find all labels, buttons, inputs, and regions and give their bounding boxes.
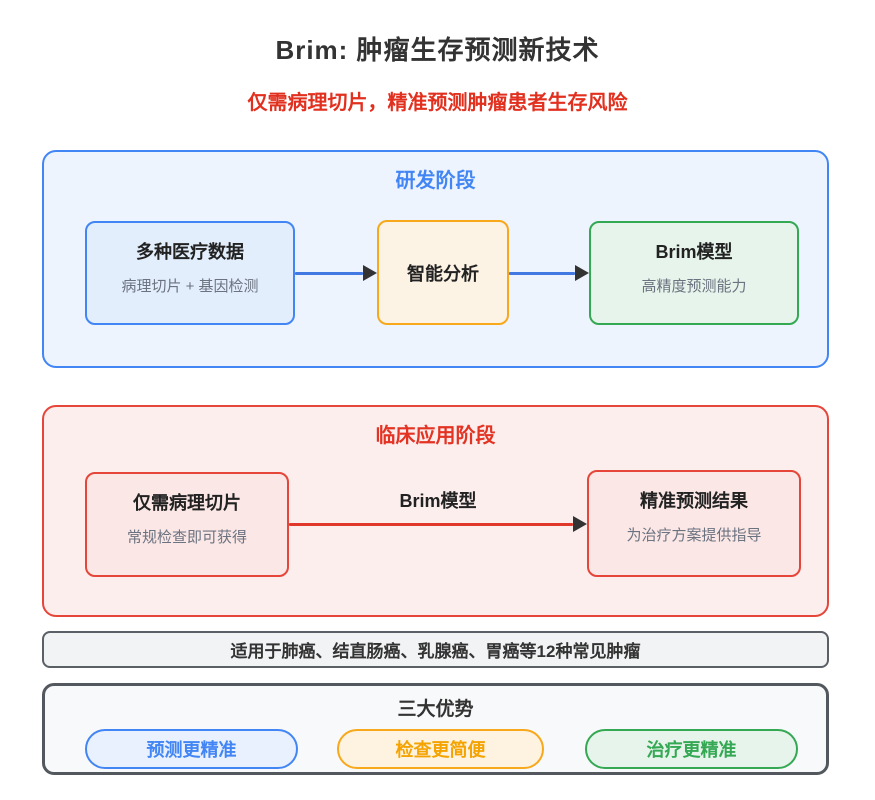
arrow-head-icon: [573, 516, 587, 532]
node-title: Brim模型: [655, 242, 733, 262]
node-subtitle: 病理切片 + 基因检测: [121, 278, 259, 295]
node-title: 精准预测结果: [640, 491, 748, 511]
clinical-stage-section: 临床应用阶段 仅需病理切片 常规检查即可获得 Brim模型 精准预测结果 为治疗…: [42, 405, 829, 617]
scope-bar-text: 适用于肺癌、结直肠癌、乳腺癌、胃癌等12种常见肿瘤: [230, 642, 641, 661]
clinical-stage-title: 临床应用阶段: [375, 425, 496, 447]
advantage-pill-exam: 检查更简便: [337, 729, 544, 769]
pill-label: 检查更简便: [395, 740, 486, 760]
arrow-line: [509, 271, 575, 275]
node-subtitle: 高精度预测能力: [641, 278, 747, 295]
arrow-head-icon: [363, 265, 377, 281]
advantages-title: 三大优势: [397, 699, 474, 720]
node-title: 仅需病理切片: [133, 493, 241, 513]
rnd-stage-title: 研发阶段: [395, 170, 476, 192]
page-title: Brim: 肿瘤生存预测新技术: [275, 35, 600, 65]
arrow-line: [289, 522, 573, 526]
node-brim-model: Brim模型 高精度预测能力: [589, 221, 799, 325]
advantage-pill-treatment: 治疗更精准: [585, 729, 798, 769]
advantages-section: 三大优势 预测更精准 检查更简便 治疗更精准: [42, 683, 829, 775]
rnd-stage-section: 研发阶段 多种医疗数据 病理切片 + 基因检测 智能分析 Brim模型 高精度预…: [42, 150, 829, 368]
node-title: 智能分析: [407, 263, 479, 284]
page-subtitle: 仅需病理切片，精准预测肿瘤患者生存风险: [247, 92, 628, 114]
arrow-right-icon: [289, 516, 587, 532]
node-subtitle: 常规检查即可获得: [126, 529, 247, 546]
arrow-right-icon: [295, 265, 377, 281]
arrow-line: [295, 271, 363, 275]
node-title: 多种医疗数据: [136, 242, 244, 262]
arrow-head-icon: [575, 265, 589, 281]
node-medical-data: 多种医疗数据 病理切片 + 基因检测: [85, 221, 295, 325]
advantage-pill-prediction: 预测更精准: [85, 729, 298, 769]
node-ai-analysis: 智能分析: [377, 220, 509, 325]
arrow-right-icon: [509, 265, 589, 281]
node-prediction-result: 精准预测结果 为治疗方案提供指导: [587, 470, 801, 577]
node-subtitle: 为治疗方案提供指导: [626, 527, 762, 544]
pill-label: 治疗更精准: [646, 740, 737, 760]
arrow-label: Brim模型: [399, 491, 477, 511]
scope-bar: 适用于肺癌、结直肠癌、乳腺癌、胃癌等12种常见肿瘤: [42, 631, 829, 668]
pill-label: 预测更精准: [146, 740, 237, 760]
node-pathology-slice: 仅需病理切片 常规检查即可获得: [85, 472, 289, 577]
